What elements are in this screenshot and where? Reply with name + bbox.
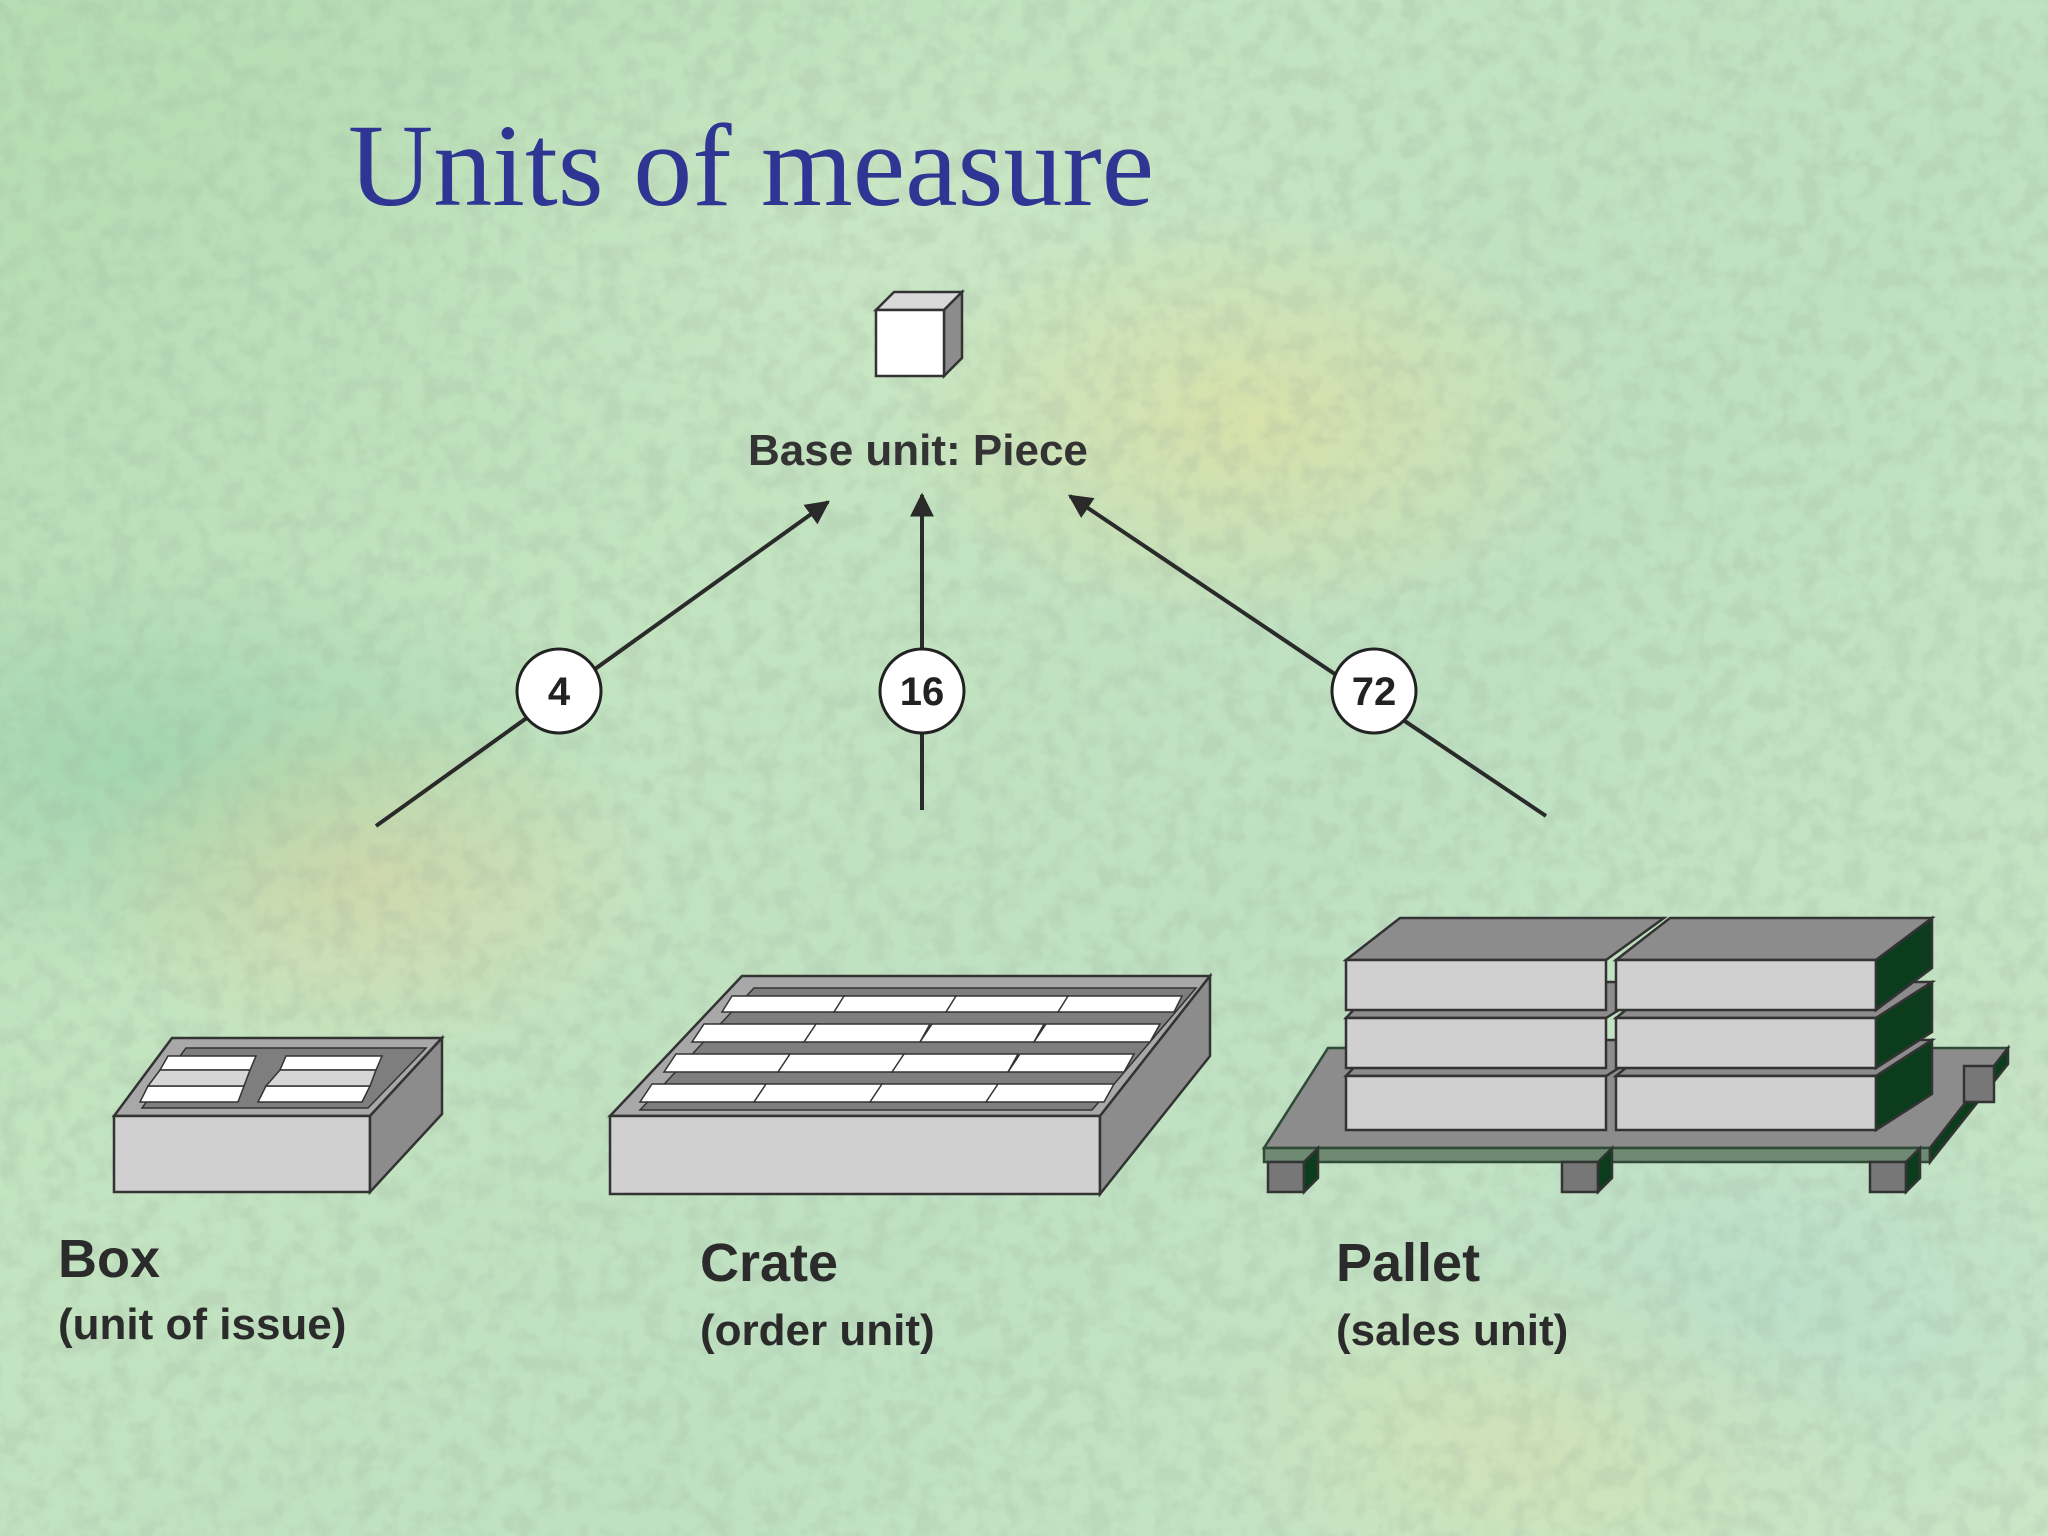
base-unit-label: Base unit: Piece: [748, 426, 1088, 475]
unit-role-crate: (order unit): [700, 1306, 935, 1355]
box-pieces: [138, 1055, 384, 1103]
unit-role-pallet: (sales unit): [1336, 1306, 1569, 1355]
factor-badge-crate: 16: [878, 647, 966, 735]
slide-title: Units of measure: [348, 100, 1155, 231]
crate-pieces: [638, 995, 1184, 1103]
unit-name-crate: Crate: [700, 1233, 839, 1293]
factor-label-pallet: 72: [1352, 670, 1397, 714]
piece-cube-icon: [872, 288, 966, 380]
factor-badge-box: 4: [515, 647, 603, 735]
unit-name-pallet: Pallet: [1336, 1233, 1481, 1293]
factor-badge-pallet: 72: [1330, 647, 1418, 735]
unit-name-box: Box: [58, 1229, 161, 1289]
crate-illustration: [607, 972, 1213, 1198]
factor-label-box: 4: [548, 670, 571, 714]
box-illustration: [111, 1034, 445, 1196]
factor-label-crate: 16: [900, 670, 945, 714]
arrow-pallet-to-base: [1068, 494, 1548, 818]
arrow-box-to-base: [374, 500, 830, 828]
unit-role-box: (unit of issue): [58, 1300, 347, 1349]
pallet-illustration: [1261, 915, 2011, 1196]
